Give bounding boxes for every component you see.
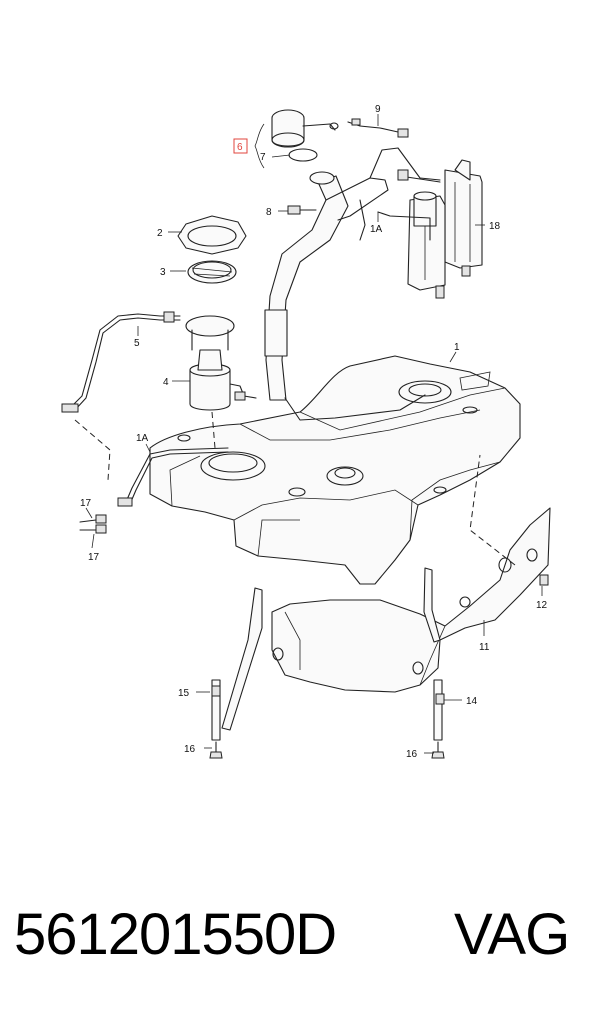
fuel-pump-module bbox=[185, 315, 257, 411]
callout-11: 11 bbox=[479, 642, 490, 653]
vent-line bbox=[284, 394, 426, 421]
callout-3: 3 bbox=[160, 267, 166, 278]
callout-1a-left: 1A bbox=[136, 433, 149, 444]
charcoal-canister bbox=[397, 159, 483, 299]
seal-ring-3 bbox=[187, 260, 237, 284]
callout-4: 4 bbox=[163, 377, 169, 388]
bolt-8 bbox=[287, 205, 317, 215]
filler-cap bbox=[271, 109, 339, 148]
fuel-line bbox=[61, 311, 181, 413]
seal-ring bbox=[288, 148, 318, 162]
callout-6-highlight bbox=[233, 138, 248, 154]
nut-12 bbox=[539, 574, 549, 586]
nut-14 bbox=[435, 693, 445, 705]
vent-line-right bbox=[377, 211, 431, 241]
callout-labels: 1 2 3 4 5 6 7 8 9 11 12 14 15 16 16 17 1… bbox=[80, 104, 548, 760]
pump-axis-line bbox=[211, 411, 216, 449]
callout-16-left: 16 bbox=[184, 744, 196, 755]
callout-17-bottom: 17 bbox=[88, 552, 100, 563]
lock-ring bbox=[177, 215, 247, 255]
callout-17-top: 17 bbox=[80, 498, 92, 509]
callout-5: 5 bbox=[134, 338, 140, 349]
callout-14: 14 bbox=[466, 696, 478, 707]
line-reference-dash bbox=[74, 419, 111, 481]
heat-shield bbox=[271, 507, 551, 693]
callout-12: 12 bbox=[536, 600, 548, 611]
filler-neck-top bbox=[309, 171, 335, 185]
connector-17-bottom bbox=[79, 524, 107, 534]
callout-8: 8 bbox=[266, 207, 272, 218]
callout-6: 6 bbox=[237, 142, 243, 153]
callout-2: 2 bbox=[157, 228, 163, 239]
brand-label: VAG bbox=[454, 902, 570, 967]
callout-9: 9 bbox=[375, 104, 381, 115]
callout-1: 1 bbox=[454, 342, 460, 353]
bolt-16-right bbox=[431, 741, 445, 759]
callout-18: 18 bbox=[489, 221, 501, 232]
callout-16-right: 16 bbox=[406, 749, 418, 760]
part-number: 561201550D bbox=[14, 902, 337, 967]
exploded-parts-diagram: 1 2 3 4 5 6 7 8 9 11 12 14 15 16 16 17 1… bbox=[61, 104, 551, 760]
callout-7: 7 bbox=[260, 152, 266, 163]
callout-leaders bbox=[85, 114, 543, 754]
breather-hose bbox=[347, 118, 409, 138]
callout-1a-top: 1A bbox=[370, 224, 383, 235]
bolt-16-left bbox=[209, 741, 223, 759]
fuel-tank bbox=[149, 355, 521, 585]
line-1a-left bbox=[117, 447, 229, 507]
callout-15: 15 bbox=[178, 688, 190, 699]
nut-15 bbox=[211, 685, 221, 697]
connector-17-top bbox=[79, 514, 107, 524]
